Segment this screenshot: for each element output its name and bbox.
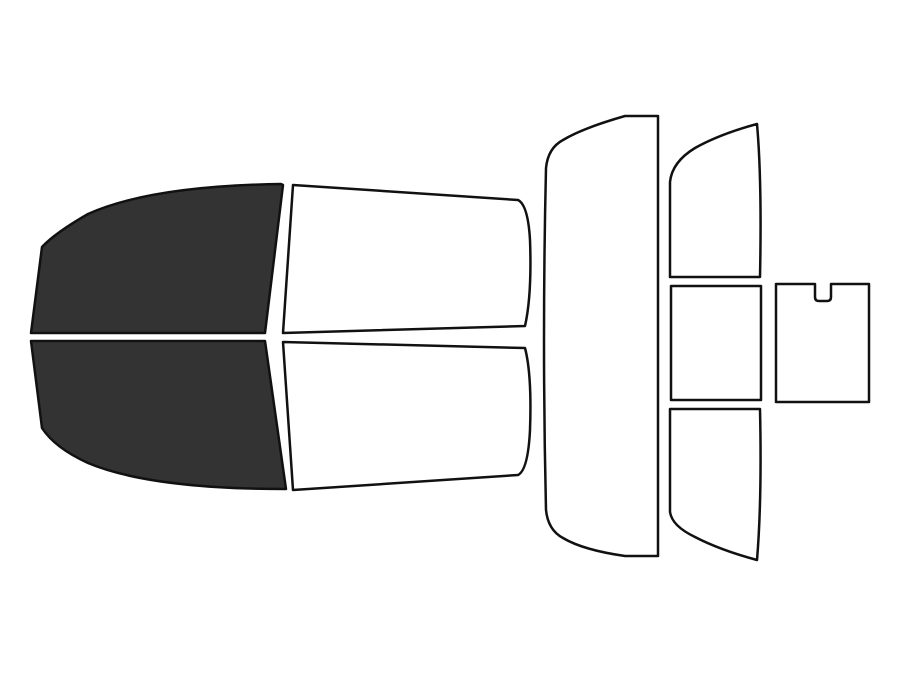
rear-door-left-window[interactable] [281, 183, 532, 335]
rear-quarter-bottom-window[interactable] [668, 407, 762, 562]
rear-windshield[interactable] [542, 114, 660, 558]
rear-slider-center-window[interactable] [669, 284, 763, 402]
sliding-panel[interactable] [774, 282, 871, 404]
rear-quarter-top-window[interactable] [668, 122, 762, 279]
rear-door-right-window[interactable] [281, 340, 532, 492]
front-right-window[interactable] [29, 339, 288, 491]
front-left-window[interactable] [29, 182, 285, 335]
